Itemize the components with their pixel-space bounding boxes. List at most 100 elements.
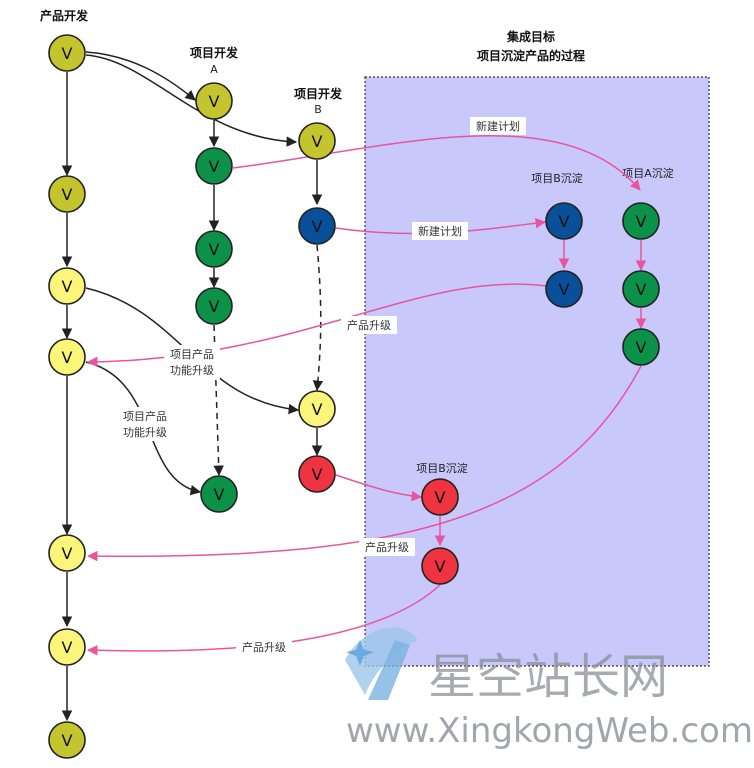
label-product-upgrade-2: 产品升级 [365,540,409,554]
label-new-plan-a: 新建计划 [476,119,520,133]
edge-red-to-precip [335,474,423,502]
node-main-7: V [48,721,86,759]
header-project-b-2: B [314,103,322,116]
label-new-plan-b: 新建计划 [418,224,462,238]
node-a-3: V [195,230,233,268]
node-b-3-glyph: V [312,400,323,419]
node-main-1-circle [48,34,86,72]
node-a-merge-circle [200,475,238,513]
label-project-upgrade-2b: 功能升级 [123,425,167,439]
node-precip-b-4-circle [421,547,459,585]
node-b-4-glyph: V [312,465,323,484]
nodes: V V V V V V V V V V V V V V V V V V V V V V V [48,34,660,759]
edge-product-upgrade-2 [86,365,642,562]
node-a-1-glyph: V [209,92,220,111]
node-precip-b-4-glyph: V [435,557,446,576]
label-project-upgrade-1b: 功能升级 [170,363,214,377]
node-main-2-glyph: V [62,185,73,204]
node-precip-b-2-circle [545,270,583,308]
node-b-3: V [298,390,336,428]
node-main-1: V [48,34,86,72]
node-a-merge: V [200,475,238,513]
node-b-4-circle [298,455,336,493]
node-main-7-glyph: V [62,731,73,750]
node-precip-b-2-glyph: V [559,280,570,299]
node-main-2-circle [48,175,86,213]
label-precip-b-top: 项目B沉淀 [531,171,583,185]
node-precip-b-3: V [421,478,459,516]
node-b-4: V [298,455,336,493]
node-precip-b-3-glyph: V [435,488,446,507]
node-precip-b-1: V [545,202,583,240]
node-a-4-circle [195,287,233,325]
edge-product-upgrade-3 [86,584,441,656]
node-precip-a-2-circle [622,270,660,308]
node-precip-a-2-glyph: V [636,280,647,299]
node-precip-a-2: V [622,270,660,308]
watermark-logo-icon [345,627,418,700]
node-main-2: V [48,175,86,213]
integration-region [364,76,710,667]
node-precip-a-3-circle [622,328,660,366]
node-main-6: V [48,628,86,666]
node-a-2: V [195,147,233,185]
node-a-2-circle [195,147,233,185]
node-main-3: V [48,267,86,305]
watermark-brand: 星空站长网 [428,649,668,705]
label-product-upgrade-3: 产品升级 [242,640,286,654]
node-a-4: V [195,287,233,325]
watermark-url: www.XingkongWeb.com [346,711,753,751]
edge-main-to-b [85,54,298,147]
edge-main-to-a [85,51,196,101]
node-precip-a-1-glyph: V [636,212,647,231]
node-main-6-glyph: V [62,638,73,657]
node-main-4-circle [48,338,86,376]
node-a-1: V [195,82,233,120]
node-main-4-glyph: V [62,348,73,367]
node-precip-b-1-circle [545,202,583,240]
node-b-2-circle [298,207,336,245]
watermark: 星空站长网 www.XingkongWeb.com [345,627,753,751]
node-precip-b-4: V [421,547,459,585]
node-a-2-glyph: V [209,157,220,176]
node-b-1-circle [298,122,336,160]
node-b-2-glyph: V [312,217,323,236]
node-b-1-glyph: V [312,132,323,151]
dashed-edges [213,244,324,477]
label-project-upgrade-2a: 项目产品 [123,409,167,423]
header-integration-2: 项目沉淀产品的过程 [477,48,585,63]
node-a-3-circle [195,230,233,268]
node-a-4-glyph: V [209,297,220,316]
label-precip-a-top: 项目A沉淀 [622,166,674,180]
node-main-5-circle [48,534,86,572]
node-precip-a-3-glyph: V [636,338,647,357]
edge-labels: 新建计划 新建计划 产品升级 项目产品 功能升级 项目产品 功能升级 产品升级 … [117,117,526,656]
label-product-upgrade-1: 产品升级 [347,318,391,332]
node-main-3-glyph: V [62,277,73,296]
header-integration-1: 集成目标 [506,29,555,44]
header-project-a-2: A [210,63,218,76]
node-precip-a-3: V [622,328,660,366]
node-b-2: V [298,207,336,245]
header-product-dev: 产品开发 [40,8,89,23]
pink-edges [86,135,647,656]
node-main-5: V [48,534,86,572]
node-a-merge-glyph: V [214,485,225,504]
label-precip-b-bottom: 项目B沉淀 [416,461,468,475]
node-precip-b-1-glyph: V [559,212,570,231]
dark-edges [61,51,323,722]
node-main-6-circle [48,628,86,666]
label-project-upgrade-1a: 项目产品 [170,347,214,361]
node-b-1: V [298,122,336,160]
edge-new-plan-a [232,135,641,191]
node-precip-b-3-circle [421,478,459,516]
node-main-7-circle [48,721,86,759]
node-main-4: V [48,338,86,376]
node-main-5-glyph: V [62,544,73,563]
header-project-b-1: 项目开发 [294,86,343,101]
edge-b-to-yellow-dashed [312,244,324,392]
node-main-1-glyph: V [62,44,73,63]
node-a-1-circle [195,82,233,120]
node-precip-a-1: V [622,202,660,240]
